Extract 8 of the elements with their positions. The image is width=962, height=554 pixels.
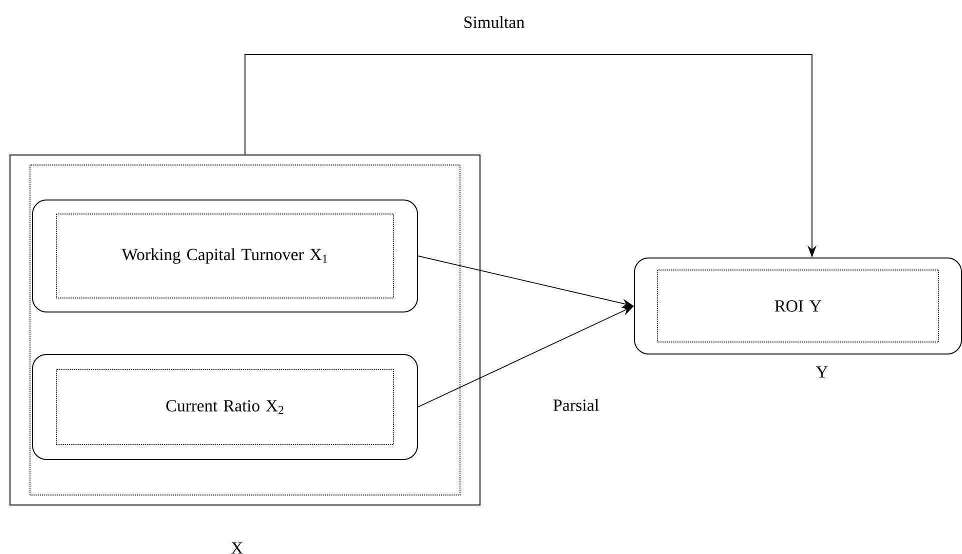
variable-box: Current Ratio X$_{2}$ <box>32 354 418 460</box>
variable-box: ROI Y <box>634 258 962 354</box>
edge-label: Simultan <box>461 14 527 30</box>
edge-label: Parsial <box>550 397 602 413</box>
group-label: X <box>231 542 243 554</box>
group-box <box>10 154 480 506</box>
variable-box: Working Capital Turnover X$_{1}$ <box>32 200 418 312</box>
variable-label: Y <box>816 366 828 378</box>
